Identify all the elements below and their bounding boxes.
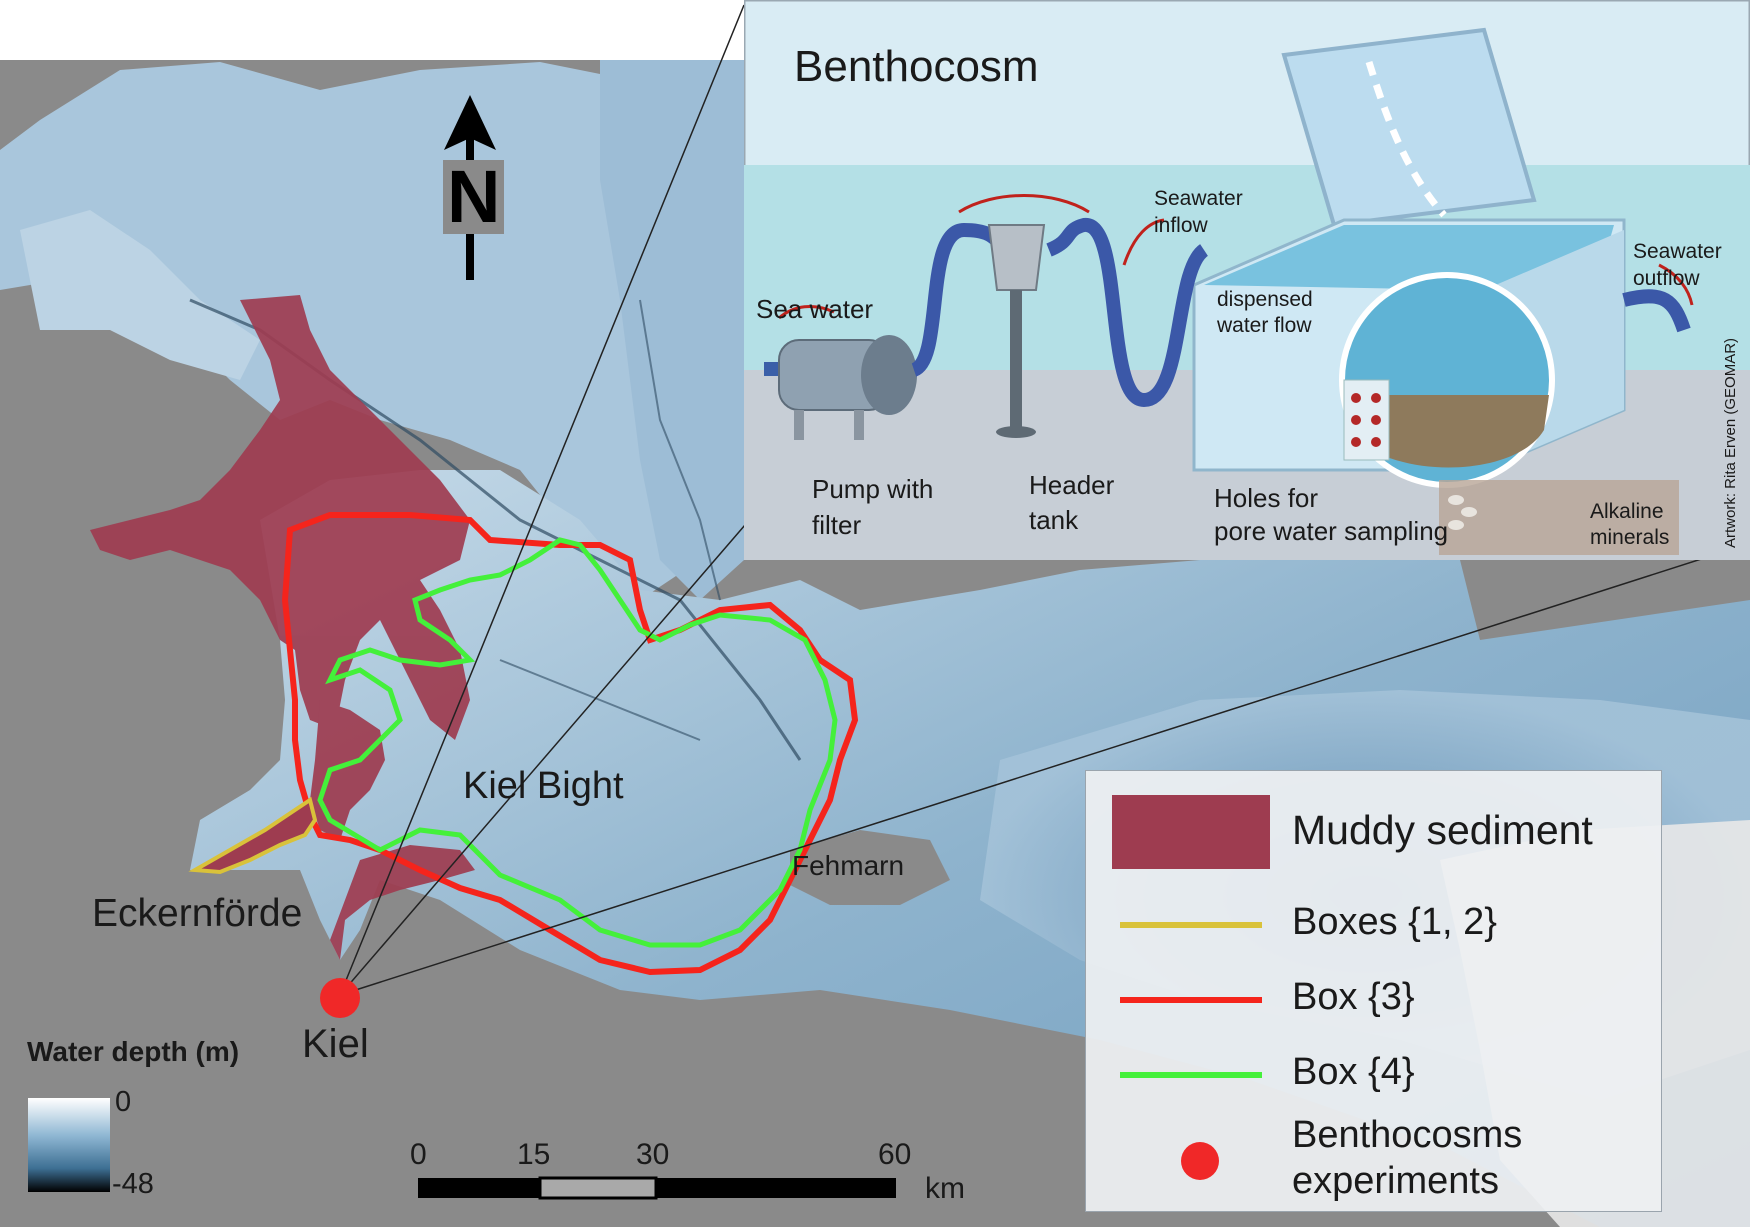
pump-icon <box>764 335 917 440</box>
scale-tick-0: 0 <box>410 1138 427 1171</box>
holes-label-line2: pore water sampling <box>1214 516 1449 546</box>
pump-label-line1: Pump with <box>812 474 934 504</box>
kiel-label: Kiel <box>302 1022 369 1066</box>
inflow-label-line1: Seawater <box>1154 187 1243 210</box>
depth-legend-title: Water depth (m) <box>27 1036 240 1067</box>
holes-label-line1: Holes for <box>1214 483 1319 513</box>
legend-item-box-3: Box {3} <box>1086 974 1661 1024</box>
scale-tick-60: 60 <box>878 1138 912 1171</box>
red-line-swatch <box>1120 997 1262 1003</box>
tube-2 <box>1046 218 1209 408</box>
inflow-label-line2: inflow <box>1154 214 1208 237</box>
channel-west <box>20 210 260 380</box>
northern-waters <box>0 62 744 600</box>
alkaline-label-line1: Alkaline <box>1590 500 1664 523</box>
legend-item-muddy-sediment: Muddy sediment <box>1086 795 1661 873</box>
legend-item-boxes-1-2: Boxes {1, 2} <box>1086 899 1661 949</box>
deep-channel-2 <box>499 299 721 741</box>
boxes-1-2-outline <box>188 796 318 875</box>
artwork-credit: Artwork: Rita Erven (GEOMAR) <box>1722 337 1739 548</box>
depth-color-bar <box>28 1098 110 1192</box>
pump-label-line2: filter <box>812 510 862 540</box>
scale-tick-30: 30 <box>636 1138 670 1171</box>
inset-title: Benthocosm <box>794 42 1039 91</box>
north-label: N <box>443 160 505 234</box>
legend-label-box-4: Box {4} <box>1292 1051 1415 1093</box>
sampling-holes-panel <box>1343 379 1390 461</box>
legend-label-muddy-sediment: Muddy sediment <box>1292 807 1593 853</box>
scale-unit: km <box>925 1172 965 1205</box>
benthocosm-location-marker <box>320 978 360 1018</box>
outflow-label-line2: outflow <box>1633 267 1700 290</box>
header-tank-label-line2: tank <box>1029 505 1079 535</box>
muddy-sediment-swatch <box>1112 795 1270 869</box>
scale-tick-15: 15 <box>517 1138 551 1171</box>
outflow-label-line1: Seawater <box>1633 240 1722 263</box>
tank-lid <box>1281 27 1537 228</box>
box-3-outline <box>281 512 859 976</box>
connector-line-upper <box>339 524 746 996</box>
dispensed-label-line1: dispensed <box>1217 288 1313 311</box>
fehmarn-island <box>790 830 950 905</box>
tube-out <box>1622 289 1691 333</box>
red-dot-swatch <box>1181 1142 1219 1180</box>
benthocosm-illustration <box>742 0 1750 562</box>
legend-label-boxes-1-2: Boxes {1, 2} <box>1292 901 1497 943</box>
alkaline-minerals-box <box>1439 480 1679 555</box>
legend-label-box-3: Box {3} <box>1292 976 1415 1018</box>
fehmarn-label: Fehmarn <box>792 850 905 881</box>
legend-label-benthocosms-line2: experiments <box>1292 1160 1499 1202</box>
legend-label-benthocosms-line1: Benthocosms <box>1292 1114 1523 1156</box>
alkaline-label-line2: minerals <box>1590 526 1670 549</box>
map-legend: Muddy sediment Boxes {1, 2} Box {3} Box … <box>1085 770 1662 1212</box>
connector-line-top <box>339 4 745 996</box>
muddy-sediment-areas <box>90 295 475 960</box>
green-line-swatch <box>1120 1072 1262 1078</box>
yellow-line-swatch <box>1120 922 1262 928</box>
scale-bar <box>418 1176 896 1200</box>
benthocosm-inset: Benthocosm Sea water Pump with filter He… <box>742 0 1750 562</box>
kiel-bight-label: Kiel Bight <box>463 765 624 807</box>
legend-item-box-4: Box {4} <box>1086 1049 1661 1099</box>
strait-east <box>600 60 744 600</box>
legend-item-benthocosms: Benthocosms experiments <box>1086 1114 1661 1206</box>
depth-min-label: -48 <box>112 1168 154 1200</box>
dispensed-label-line2: water flow <box>1217 314 1312 337</box>
connector-line-lower <box>339 544 1746 996</box>
header-tank-icon <box>987 224 1046 438</box>
box-4-outline <box>317 537 838 948</box>
eckernfoerde-label: Eckernförde <box>92 892 303 935</box>
depth-max-label: 0 <box>115 1086 132 1118</box>
header-tank-label-line1: Header <box>1029 470 1115 500</box>
sea-water-label: Sea water <box>756 294 874 324</box>
